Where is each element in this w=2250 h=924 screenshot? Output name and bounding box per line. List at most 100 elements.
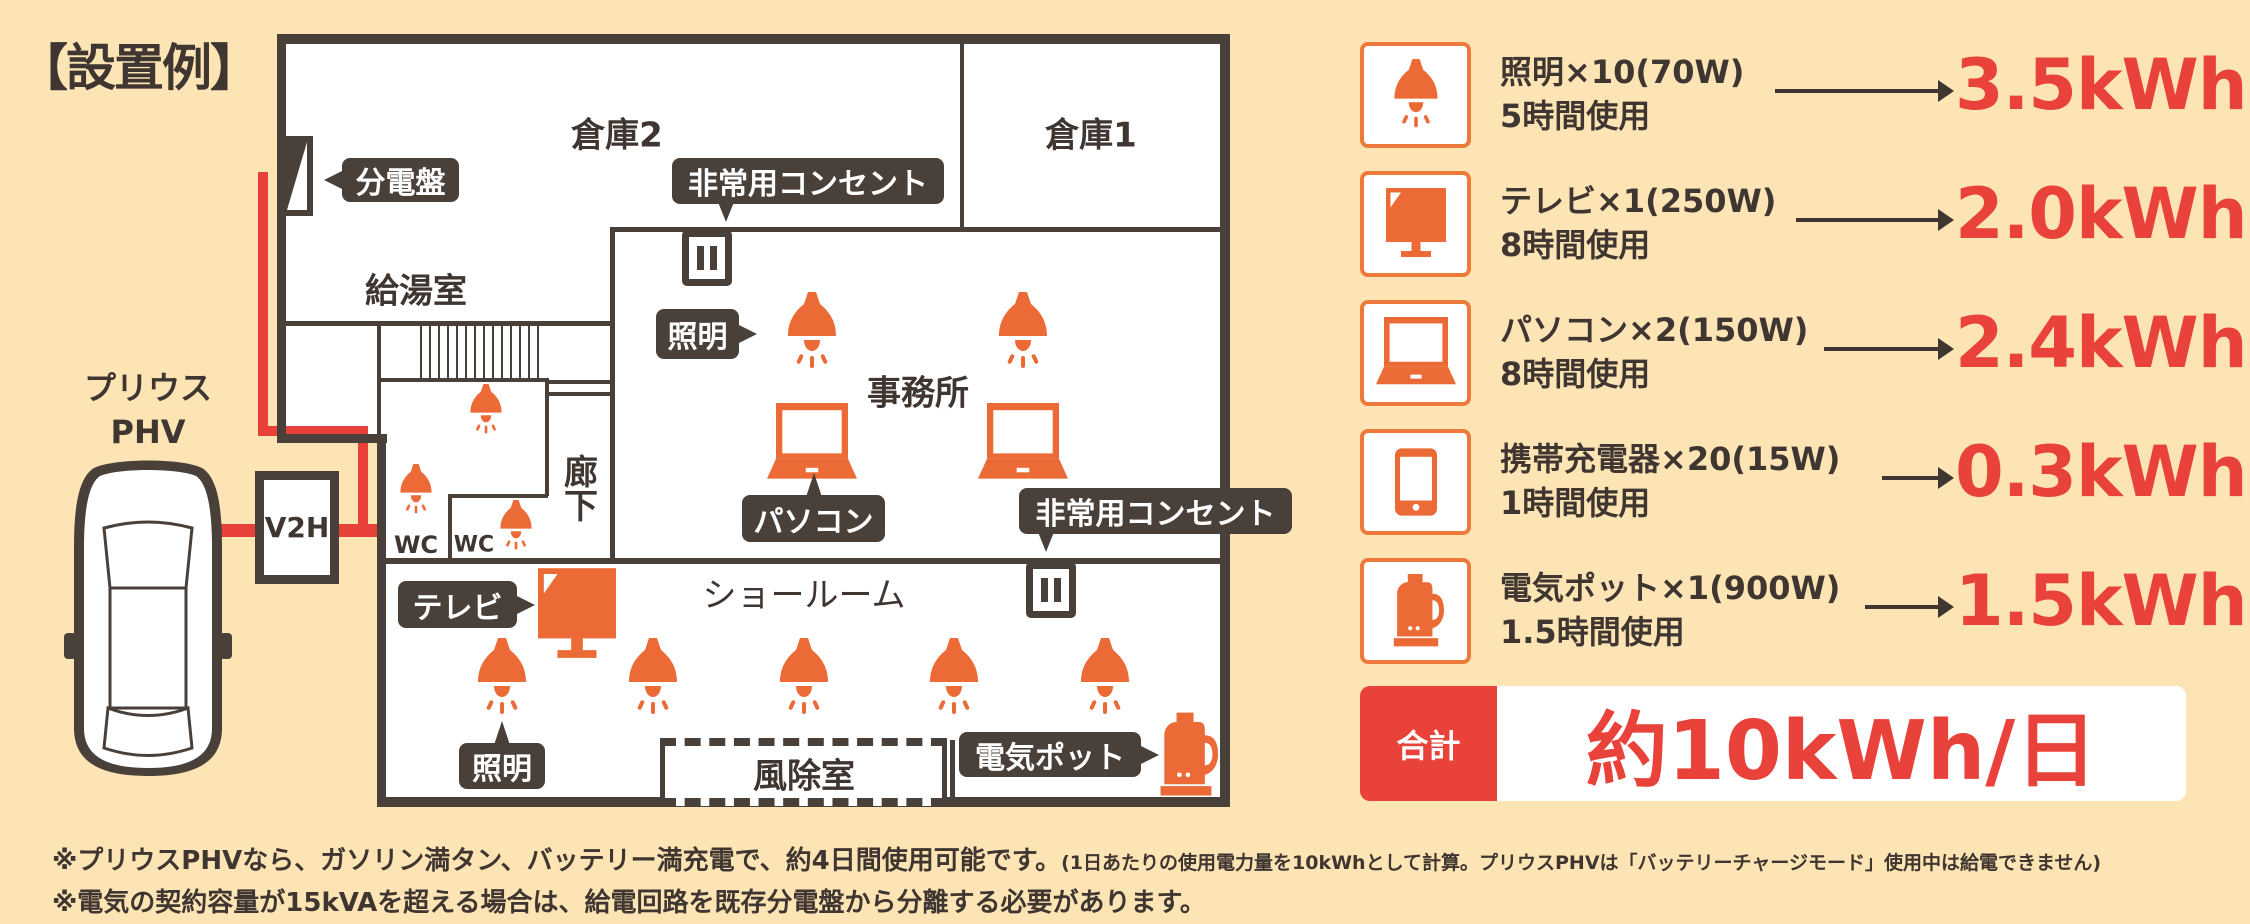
icon-box (1360, 558, 1471, 664)
icon-box (1360, 429, 1471, 535)
room-wc: WC (393, 531, 439, 559)
icon-box (1360, 171, 1471, 277)
smartphone-icon (1395, 448, 1437, 516)
footnote-main: ※プリウスPHVなら、ガソリン満タン、バッテリー満充電で、約4日間使用可能です。 (52, 846, 1062, 876)
v2h-unit: V2H (255, 471, 339, 584)
energy-value: 3.5kWh (1955, 44, 2248, 126)
lighting-tag: 照明 (459, 721, 545, 789)
lamp-icon (460, 384, 512, 436)
usage-hours: 1時間使用 (1500, 484, 1651, 522)
appliance-text: 携帯充電器×20(15W) 1時間使用 (1500, 437, 1840, 525)
lamp-icon (1380, 59, 1452, 131)
usage-hours: 1.5時間使用 (1500, 613, 1685, 651)
appliance-name: パソコン×2(150W) (1500, 311, 1809, 349)
tv-icon (538, 568, 616, 662)
emergency-outlet-tag: 非常用コンセント (672, 158, 944, 222)
energy-value: 2.4kWh (1955, 302, 2248, 384)
appliance-text: パソコン×2(150W) 8時間使用 (1500, 308, 1808, 396)
usage-hours: 8時間使用 (1500, 355, 1651, 393)
room-warehouse1: 倉庫1 (1045, 115, 1137, 156)
power-line (215, 524, 255, 537)
appliance-row: 電気ポット×1(900W) 1.5時間使用 1.5kWh (1360, 558, 2248, 664)
arrow-icon (1865, 596, 1954, 618)
power-line (258, 172, 268, 436)
car-name: プリウス (83, 369, 212, 407)
power-line (258, 426, 368, 436)
appliance-row: 携帯充電器×20(15W) 1時間使用 0.3kWh (1360, 429, 2248, 535)
appliance-text: 照明×10(70W) 5時間使用 (1500, 50, 1744, 138)
appliance-text: テレビ×1(250W) 8時間使用 (1500, 179, 1776, 267)
tag-label: 照明 (472, 752, 532, 787)
total-box: 合計 約10kWh/日 (1360, 686, 2186, 801)
tag-label: 非常用コンセント (1035, 497, 1276, 532)
stairs (420, 326, 545, 378)
tag-label: 電気ポット (975, 740, 1125, 776)
appliance-name: テレビ×1(250W) (1500, 182, 1777, 220)
usage-hours: 8時間使用 (1500, 226, 1651, 264)
total-label: 合計 (1360, 686, 1497, 801)
laptop-icon (978, 403, 1068, 484)
footnote-sub: (1日あたりの使用電力量を10kWhとして計算。プリウスPHVは「バッテリーチャ… (1061, 852, 2102, 874)
appliance-row: テレビ×1(250W) 8時間使用 2.0kWh (1360, 171, 2248, 277)
appliance-name: 照明×10(70W) (1500, 53, 1745, 91)
lamp-icon (914, 638, 994, 718)
arrow-icon (1824, 338, 1954, 360)
tag-label: 照明 (667, 320, 728, 355)
icon-box (1360, 300, 1471, 406)
electric-pot-icon (1387, 574, 1445, 648)
car-icon (64, 460, 232, 776)
wall (277, 34, 286, 443)
emergency-outlet-tag: 非常用コンセント (1019, 488, 1292, 552)
lamp-icon (772, 292, 852, 372)
appliance-row: 照明×10(70W) 5時間使用 3.5kWh (1360, 42, 2248, 148)
car-model: PHV (110, 413, 186, 451)
energy-value: 2.0kWh (1955, 173, 2248, 255)
room-showroom: ショールーム (702, 575, 906, 616)
laptop-icon (767, 403, 857, 484)
footnote-1: ※プリウスPHVなら、ガソリン満タン、バッテリー満充電で、約4日間使用可能です。… (52, 840, 2101, 877)
tv-tag: テレビ (398, 581, 535, 628)
arrow-icon (1882, 467, 1954, 489)
v2h-label: V2H (264, 511, 330, 544)
outlet-icon (1026, 562, 1076, 618)
power-line (339, 524, 380, 537)
outlet-icon (682, 230, 732, 286)
tv-icon (1386, 188, 1446, 260)
lamp-icon (764, 638, 844, 718)
energy-value: 1.5kWh (1955, 560, 2248, 642)
room-kitchenette: 給湯室 (365, 271, 467, 312)
appliance-name: 電気ポット×1(900W) (1500, 569, 1841, 607)
lamp-icon (613, 638, 693, 718)
page-title: 【設置例】 (18, 39, 260, 97)
room-wc: WC (453, 532, 495, 558)
tag-label: 分電盤 (355, 166, 446, 201)
appliance-name: 携帯充電器×20(15W) (1500, 440, 1841, 478)
total-value: 約10kWh/日 (1585, 704, 2098, 799)
tag-label: 非常用コンセント (688, 167, 928, 202)
windbreak-room (660, 738, 947, 806)
wall (277, 434, 387, 443)
pc-tag: パソコン (742, 473, 885, 542)
room-windbreak: 風除室 (753, 756, 855, 797)
icon-box (1360, 42, 1471, 148)
energy-value: 0.3kWh (1955, 431, 2248, 513)
lamp-icon (462, 638, 542, 718)
lighting-tag: 照明 (656, 309, 757, 359)
distribution-board-tag: 分電盤 (324, 158, 459, 202)
tag-label: テレビ (412, 590, 503, 626)
distribution-board (283, 136, 313, 216)
lamp-icon (490, 500, 542, 552)
arrow-icon (1796, 209, 1954, 231)
tag-label: パソコン (753, 504, 874, 540)
power-line (358, 426, 368, 536)
appliance-row: パソコン×2(150W) 8時間使用 2.4kWh (1360, 300, 2248, 406)
room-office: 事務所 (867, 373, 969, 414)
lamp-icon (390, 464, 442, 516)
footnote-2: ※電気の契約容量が15kVAを超える場合は、給電回路を既存分電盤から分離する必要… (52, 888, 1206, 918)
electric-pot-tag: 電気ポット (959, 732, 1159, 777)
arrow-icon (1775, 80, 1954, 102)
usage-hours: 5時間使用 (1500, 97, 1651, 135)
room-warehouse2: 倉庫2 (571, 115, 663, 156)
laptop-icon (1376, 317, 1456, 389)
room-corridor: 廊下 (557, 454, 598, 522)
